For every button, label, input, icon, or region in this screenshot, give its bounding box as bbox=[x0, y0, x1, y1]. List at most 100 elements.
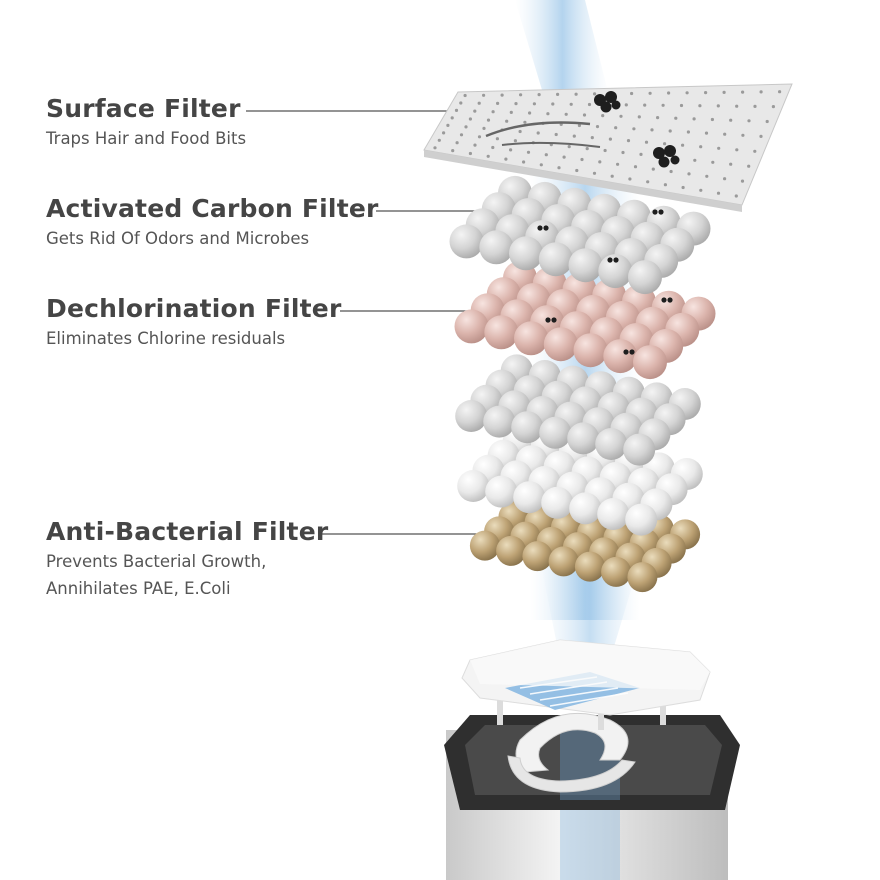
label-activated-carbon-filter: Activated Carbon Filter Gets Rid Of Odor… bbox=[46, 194, 379, 251]
plate-hole bbox=[598, 160, 602, 164]
plate-hole bbox=[590, 136, 594, 140]
filter-ball bbox=[569, 492, 602, 525]
plate-hole bbox=[753, 104, 757, 108]
carbon-filter-title: Activated Carbon Filter bbox=[46, 194, 379, 223]
plate-hole bbox=[717, 146, 721, 150]
filter-ball bbox=[627, 562, 658, 593]
microbe-dot bbox=[551, 317, 557, 323]
plate-hole bbox=[663, 183, 668, 187]
plate-hole bbox=[463, 93, 467, 98]
plate-hole bbox=[681, 185, 685, 190]
plate-hole bbox=[716, 191, 721, 195]
plate-hole bbox=[486, 118, 491, 122]
plate-hole bbox=[729, 118, 733, 122]
plate-hole bbox=[504, 157, 508, 161]
filter-ball bbox=[455, 400, 488, 432]
filter-ball bbox=[603, 339, 638, 374]
plate-hole bbox=[747, 164, 751, 168]
microbe-dot bbox=[537, 225, 543, 231]
plate-hole bbox=[687, 172, 691, 176]
fountain-base bbox=[444, 639, 740, 880]
plate-hole bbox=[526, 150, 531, 154]
plate-hole bbox=[539, 163, 543, 167]
plate-hole bbox=[509, 148, 513, 152]
plate-hole bbox=[442, 131, 446, 135]
plate-hole bbox=[546, 112, 550, 116]
plate-hole bbox=[685, 91, 689, 95]
plate-hole bbox=[759, 134, 763, 138]
plate-hole bbox=[699, 188, 703, 192]
plate-hole bbox=[633, 165, 638, 169]
fountain-lid bbox=[461, 639, 711, 730]
plate-hole bbox=[632, 127, 636, 131]
plate-hole bbox=[473, 143, 477, 147]
anti-bacterial-filter-desc-line-1: Prevents Bacterial Growth, bbox=[46, 552, 267, 571]
plate-hole bbox=[551, 102, 555, 106]
filter-ball bbox=[479, 230, 514, 265]
plate-hole bbox=[765, 119, 769, 124]
plate-hole bbox=[574, 92, 578, 96]
plate-hole bbox=[735, 148, 739, 152]
plate-hole bbox=[735, 104, 739, 108]
plate-hole bbox=[509, 110, 513, 114]
plate-hole bbox=[711, 160, 715, 164]
plate-hole bbox=[729, 162, 733, 166]
plate-hole bbox=[674, 116, 678, 120]
plate-hole bbox=[455, 141, 459, 145]
plate-hole bbox=[572, 134, 576, 138]
filter-ball bbox=[449, 224, 484, 259]
plate-hole bbox=[567, 145, 571, 149]
plate-hole bbox=[595, 125, 600, 129]
plate-hole bbox=[628, 177, 632, 181]
microbe-dot bbox=[629, 349, 635, 355]
microbe-dot bbox=[613, 257, 619, 263]
plate-hole bbox=[710, 117, 715, 122]
plate-hole bbox=[686, 130, 691, 134]
filter-ball bbox=[539, 416, 572, 449]
plate-hole bbox=[569, 102, 573, 106]
plate-hole bbox=[753, 149, 757, 153]
filter-ball bbox=[454, 309, 489, 344]
filter-ball bbox=[601, 556, 632, 587]
plate-hole bbox=[593, 92, 597, 96]
plate-hole bbox=[577, 123, 582, 128]
plate-hole bbox=[522, 160, 526, 164]
label-anti-bacterial-filter: Anti-Bacterial Filter Prevents Bacterial… bbox=[46, 517, 328, 601]
plate-hole bbox=[630, 91, 634, 96]
microbe-dot bbox=[667, 297, 673, 303]
filter-ball bbox=[496, 535, 527, 566]
anti-bacterial-filter-title: Anti-Bacterial Filter bbox=[46, 517, 329, 546]
plate-hole bbox=[716, 104, 720, 108]
filter-ball bbox=[595, 428, 628, 460]
plate-hole bbox=[459, 133, 464, 137]
plate-hole bbox=[580, 157, 584, 162]
plate-hole bbox=[643, 103, 647, 107]
plate-hole bbox=[532, 102, 537, 106]
plate-hole bbox=[482, 126, 486, 130]
plate-hole bbox=[741, 133, 745, 137]
plate-hole bbox=[601, 114, 605, 118]
microbe-dot bbox=[545, 317, 551, 323]
plate-hole bbox=[544, 153, 548, 157]
filter-ball bbox=[483, 405, 516, 438]
debris-cluster-icon bbox=[594, 91, 621, 113]
plate-hole bbox=[575, 168, 579, 173]
surface-filter-title: Surface Filter bbox=[46, 94, 241, 123]
plate-hole bbox=[486, 154, 490, 158]
plate-hole bbox=[477, 101, 481, 105]
plate-hole bbox=[451, 149, 455, 153]
plate-hole bbox=[621, 150, 625, 155]
plate-hole bbox=[491, 110, 495, 114]
anti-bacterial-filter-desc-line-2: Annihilates PAE, E.Coli bbox=[46, 579, 231, 598]
plate-hole bbox=[537, 93, 541, 97]
filter-ball bbox=[543, 327, 578, 362]
plate-hole bbox=[554, 132, 558, 137]
plate-hole bbox=[626, 139, 631, 143]
filter-ball bbox=[484, 315, 519, 350]
filter-ball bbox=[628, 260, 662, 295]
plate-hole bbox=[557, 166, 561, 170]
filter-ball bbox=[469, 530, 500, 561]
surface-filter-plate bbox=[423, 83, 793, 212]
label-surface-filter: Surface Filter Traps Hair and Food Bits bbox=[46, 94, 246, 151]
plate-hole bbox=[723, 132, 727, 136]
